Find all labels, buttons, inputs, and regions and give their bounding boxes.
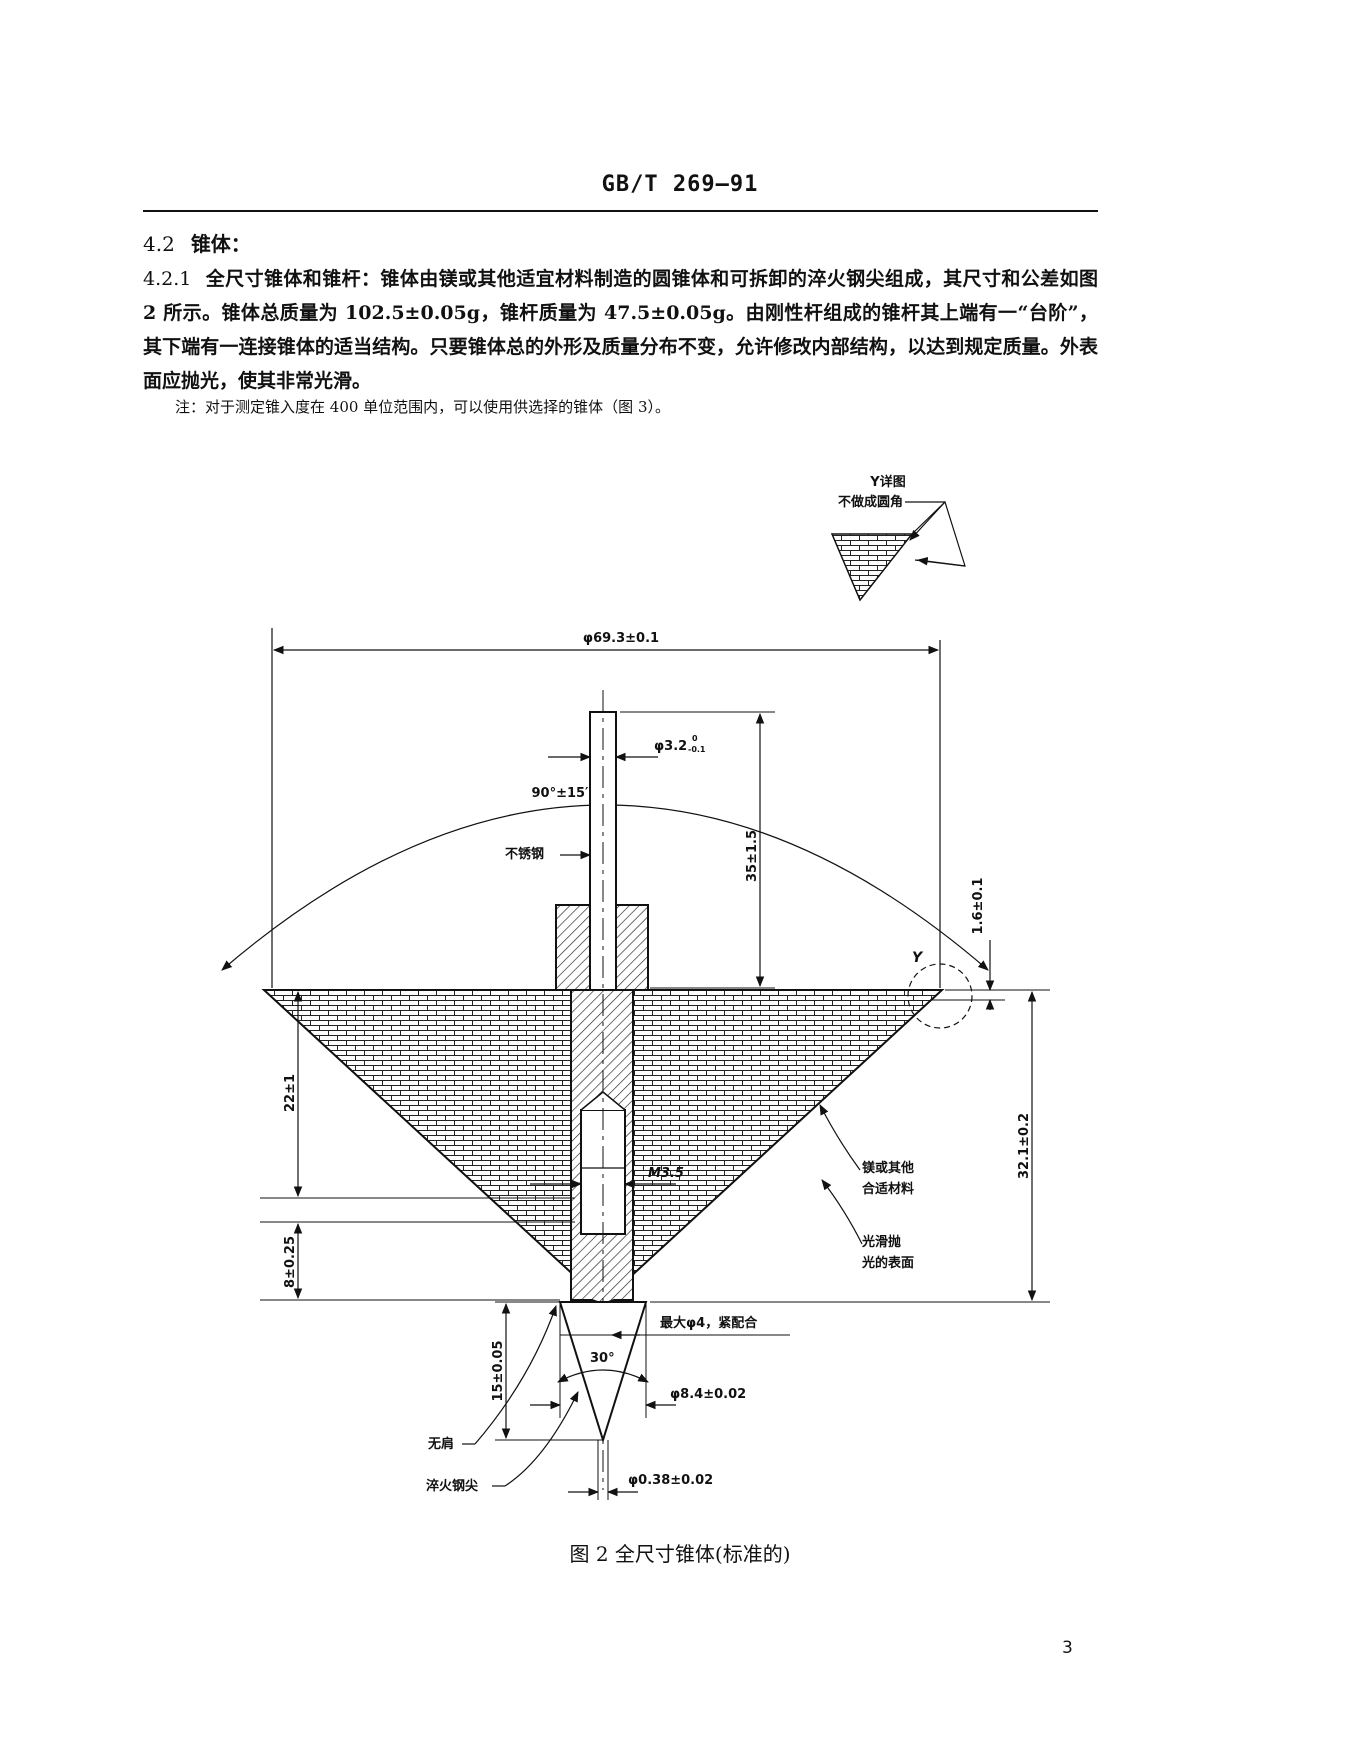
no-shoulder-label: 无肩: [427, 1436, 454, 1452]
tip-angle-dimension: 30°: [557, 1351, 649, 1383]
edge-thickness-label: 1.6±0.1: [971, 878, 986, 935]
depth-8-label: 8±0.25: [283, 1236, 298, 1288]
rod-tolerance-lower: -0.1: [688, 745, 706, 754]
material-label-line1: 镁或其他: [862, 1160, 914, 1176]
tip-point-diameter-dimension: φ0.38±0.02: [568, 1440, 713, 1500]
paragraph-text: 全尺寸锥体和锥杆：锥体由镁或其他适宜材料制造的圆锥体和可拆卸的淬火钢尖组成，其尺…: [143, 268, 1098, 392]
depth-22-label: 22±1: [283, 1074, 298, 1112]
cone-angle-label: 90°±15′: [531, 786, 589, 801]
tip-length-dimension: 15±0.05: [491, 1301, 603, 1441]
tip-point-diameter-label: φ0.38±0.02: [628, 1473, 713, 1488]
rod-tolerance-upper: 0: [692, 734, 698, 743]
depth-8-dimension: 8±0.25: [260, 1221, 575, 1301]
rod-diameter-dimension: φ3.2 0 -0.1: [548, 734, 706, 762]
fit-label: 最大φ4，紧配合: [660, 1315, 758, 1331]
surface-callout: 光滑抛 光的表面: [821, 1179, 914, 1271]
tip-base-diameter-label: φ8.4±0.02: [670, 1387, 746, 1402]
rod-length-dimension: 35±1.5: [620, 711, 775, 989]
detail-y-circle: [907, 963, 973, 1029]
material-label-line2: 合适材料: [862, 1181, 914, 1197]
depth-22-dimension: 22±1: [260, 990, 575, 1199]
height-32-label: 32.1±0.2: [1017, 1113, 1032, 1179]
header-rule: [143, 210, 1098, 212]
stainless-label: 不锈钢: [505, 846, 544, 862]
surface-label-line2: 光的表面: [861, 1255, 914, 1271]
detail-title: Y详图: [869, 474, 905, 490]
surface-label-line1: 光滑抛: [861, 1234, 901, 1250]
standard-header: GB/T 269—91: [601, 172, 759, 197]
no-shoulder-callout: 无肩: [427, 1304, 557, 1452]
thread-label: M3.5: [648, 1166, 684, 1181]
tip-angle-label: 30°: [590, 1351, 615, 1366]
thread-dimension: M3.5: [530, 1166, 684, 1189]
fit-callout: 最大φ4，紧配合: [560, 1315, 790, 1340]
section-title: 锥体：: [190, 232, 251, 256]
tip-base-diameter-dimension: φ8.4±0.02: [530, 1302, 746, 1418]
hardened-tip: [558, 1301, 648, 1444]
detail-note: 不做成圆角: [838, 494, 903, 510]
tip-length-label: 15±0.05: [491, 1340, 506, 1401]
detail-y-marker: Y: [912, 950, 924, 966]
section-number: 4.2.1: [143, 268, 192, 290]
page-number: 3: [1062, 1638, 1073, 1658]
hardened-tip-callout: 淬火钢尖: [426, 1391, 579, 1494]
material-callout: 镁或其他 合适材料: [819, 1104, 914, 1197]
note-text: 注：对于测定锥入度在 400 单位范围内，可以使用供选择的锥体（图 3）。: [175, 398, 670, 416]
section-heading-4-2: 4.2 锥体：: [143, 228, 251, 257]
detail-y-view: Y详图 不做成圆角: [830, 474, 966, 602]
rod-length-label: 35±1.5: [745, 830, 760, 882]
figure-caption: 图 2 全尺寸锥体(标准的): [569, 1542, 791, 1566]
rod-diameter-label: φ3.2: [654, 739, 687, 754]
hardened-tip-label: 淬火钢尖: [426, 1478, 478, 1494]
section-number: 4.2: [143, 232, 175, 256]
overall-diameter-label: φ69.3±0.1: [583, 631, 659, 646]
overall-diameter-dimension: φ69.3±0.1: [271, 628, 941, 988]
height-32-dimension: 32.1±0.2: [650, 989, 1050, 1303]
